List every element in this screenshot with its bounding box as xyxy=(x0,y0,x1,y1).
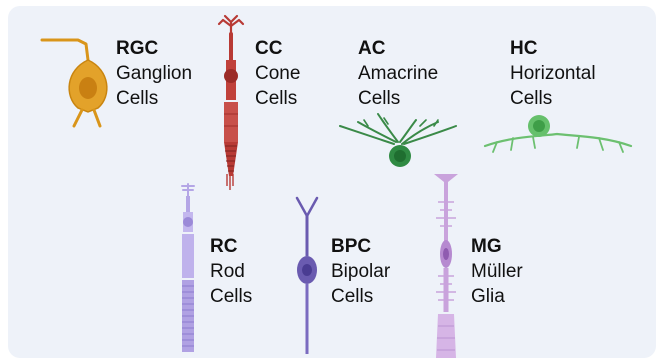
rc-name-line2: Cells xyxy=(210,284,252,309)
rc-abbreviation: RC xyxy=(210,234,252,259)
ac-abbreviation: AC xyxy=(358,36,438,61)
hc-label: HC Horizontal Cells xyxy=(510,36,596,111)
ac-label: AC Amacrine Cells xyxy=(358,36,438,111)
hc-abbreviation: HC xyxy=(510,36,596,61)
rgc-abbreviation: RGC xyxy=(116,36,192,61)
cc-name-line1: Cone xyxy=(255,61,300,86)
rc-name-line1: Rod xyxy=(210,259,252,284)
cone-cell-illustration xyxy=(213,14,249,194)
hc-name-line2: Cells xyxy=(510,86,596,111)
horizontal-cell-illustration xyxy=(483,110,633,160)
mg-name-line1: Müller xyxy=(471,259,523,284)
retinal-cell-types-diagram: RGC Ganglion Cells CC Cone Cells AC Amac… xyxy=(8,6,656,358)
cc-label: CC Cone Cells xyxy=(255,36,300,111)
bpc-abbreviation: BPC xyxy=(331,234,390,259)
muller-glia-illustration xyxy=(428,172,464,358)
mg-label: MG Müller Glia xyxy=(471,234,523,309)
bipolar-cell-illustration xyxy=(293,196,321,358)
cc-abbreviation: CC xyxy=(255,36,300,61)
mg-abbreviation: MG xyxy=(471,234,523,259)
rgc-name-line1: Ganglion xyxy=(116,61,192,86)
mg-name-line2: Glia xyxy=(471,284,523,309)
cc-name-line2: Cells xyxy=(255,86,300,111)
bpc-name-line2: Cells xyxy=(331,284,390,309)
amacrine-cell-illustration xyxy=(338,110,458,170)
rc-label: RC Rod Cells xyxy=(210,234,252,309)
rgc-name-line2: Cells xyxy=(116,86,192,111)
rod-cell-illustration xyxy=(174,182,202,358)
hc-name-line1: Horizontal xyxy=(510,61,596,86)
bpc-name-line1: Bipolar xyxy=(331,259,390,284)
ganglion-cell-illustration xyxy=(38,30,118,136)
ac-name-line2: Cells xyxy=(358,86,438,111)
ac-name-line1: Amacrine xyxy=(358,61,438,86)
bpc-label: BPC Bipolar Cells xyxy=(331,234,390,309)
rgc-label: RGC Ganglion Cells xyxy=(116,36,192,111)
